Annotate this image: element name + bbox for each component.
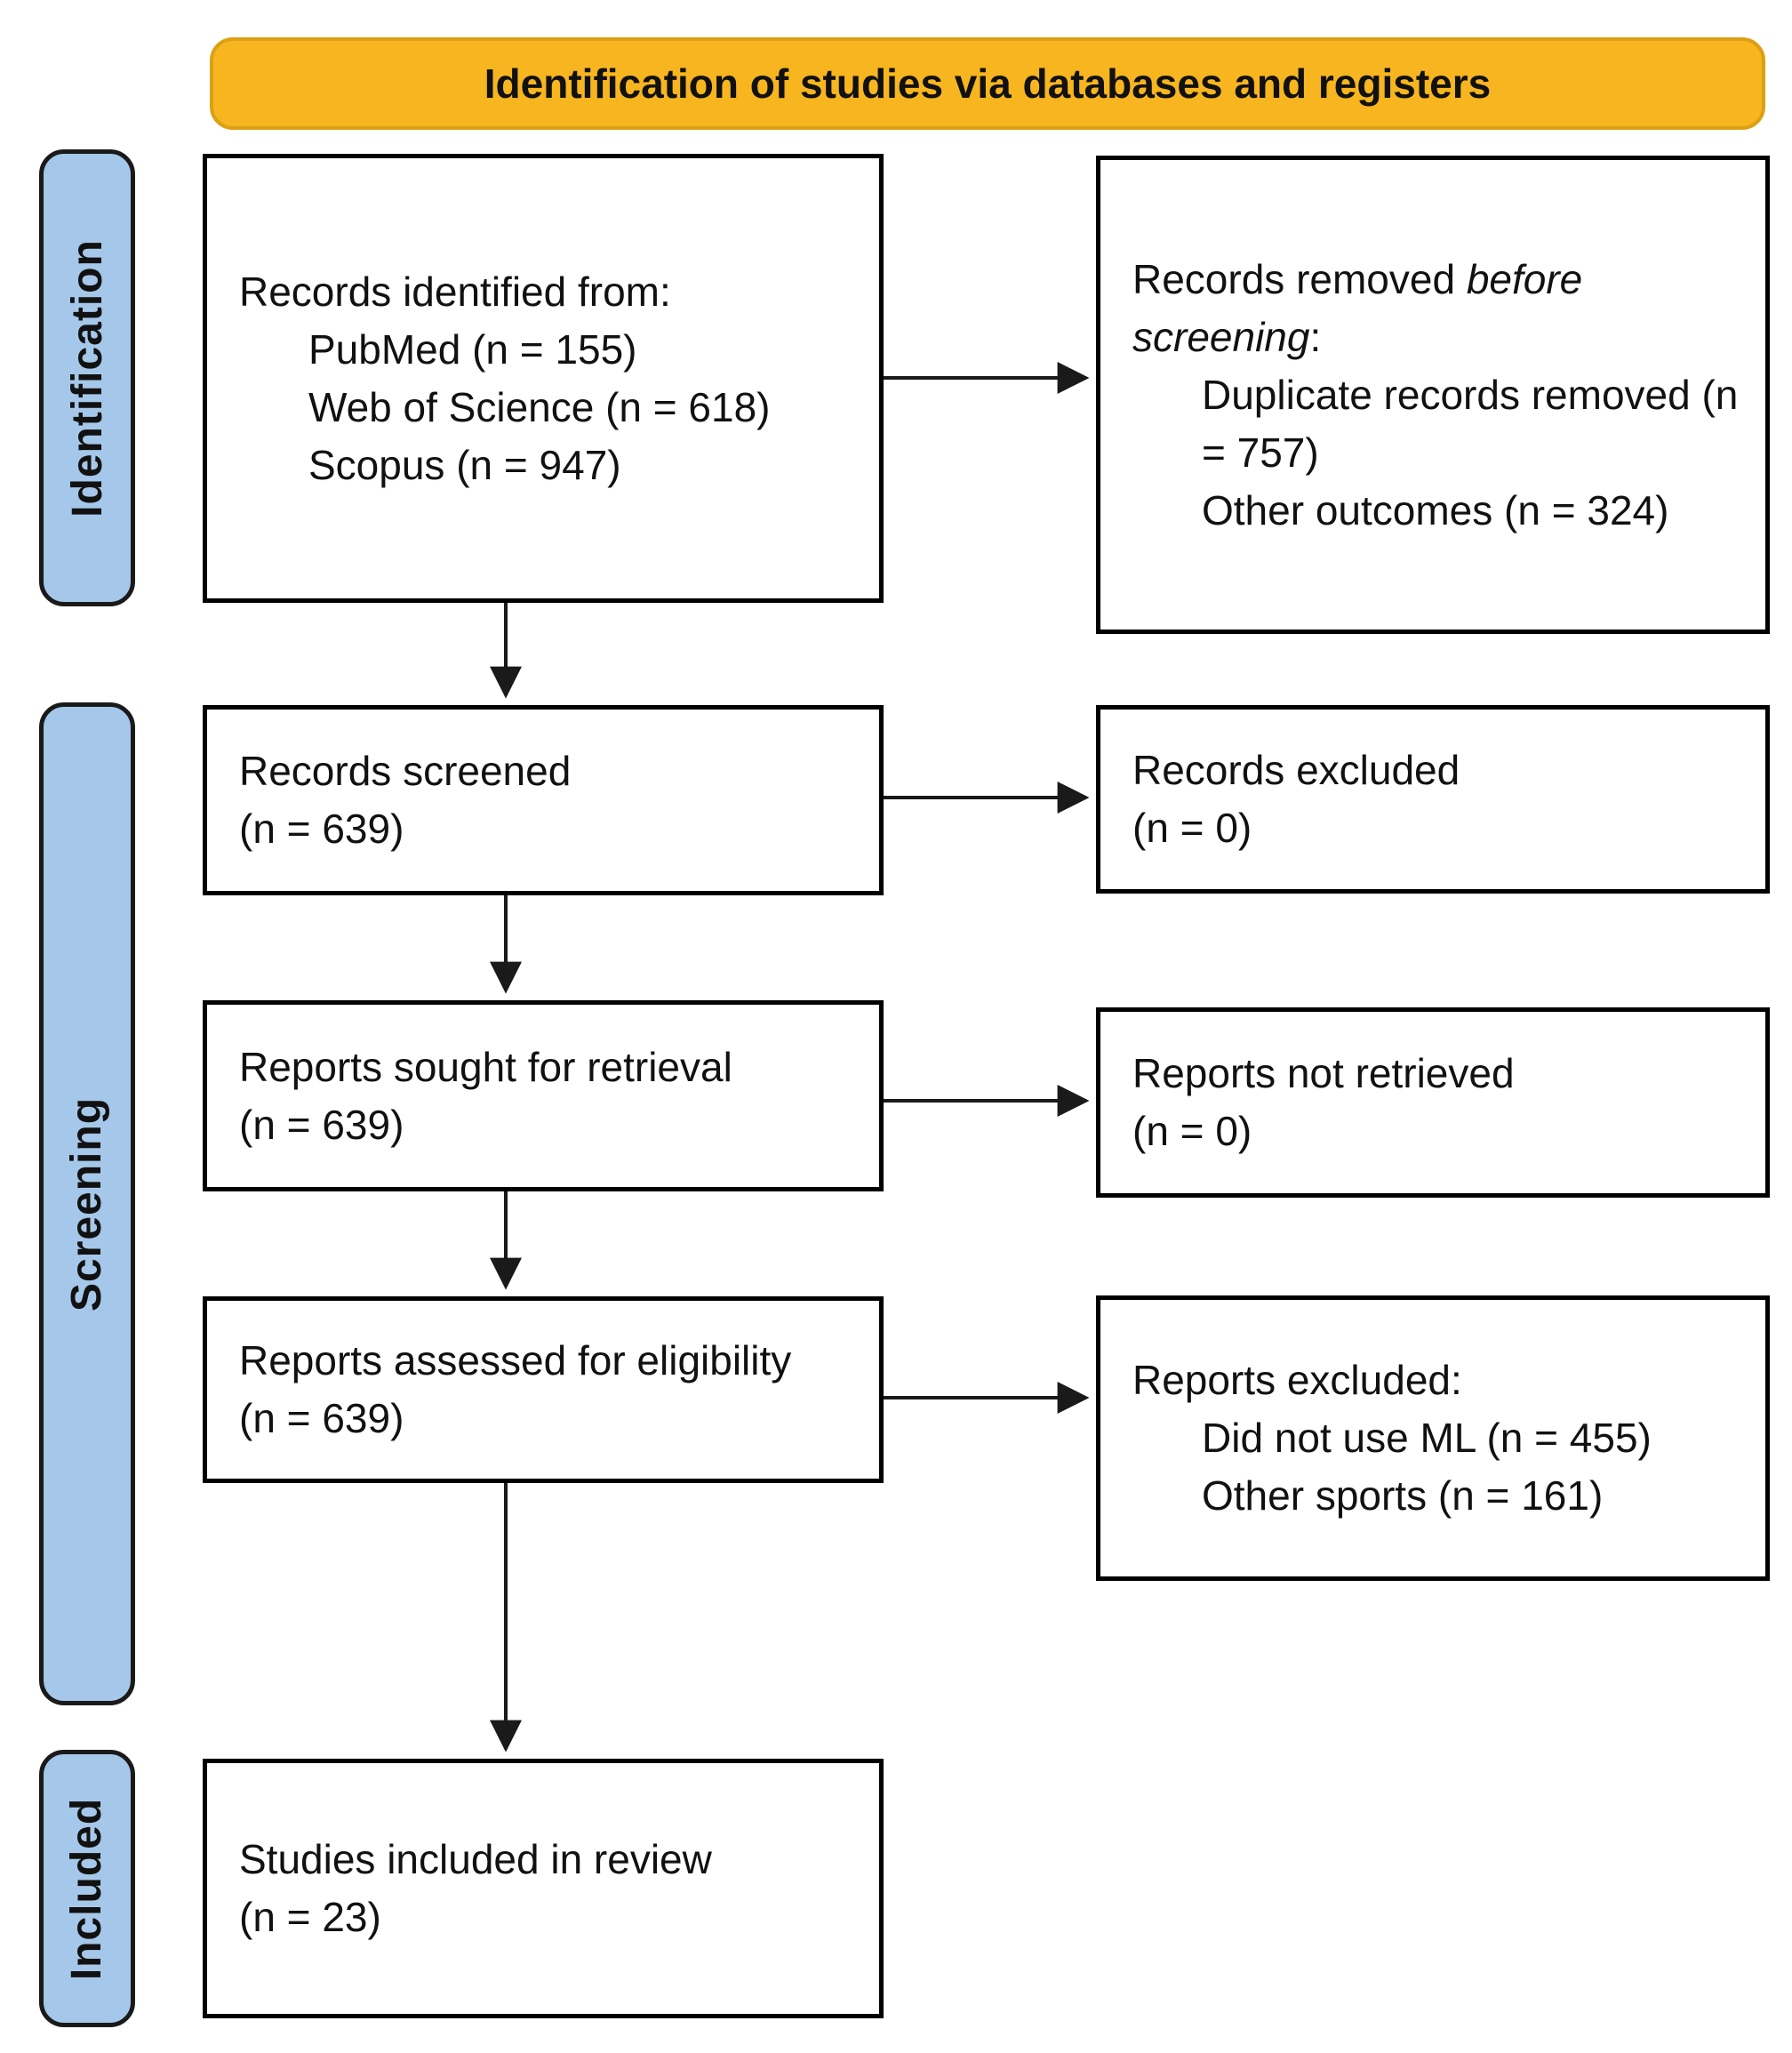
box-title: Records screened bbox=[239, 748, 572, 794]
box-title-prefix: Records removed bbox=[1132, 255, 1467, 302]
box-count: (n = 639) bbox=[239, 1101, 404, 1148]
stage-label-included: Included bbox=[39, 1750, 135, 2027]
box-title-suffix: : bbox=[1309, 313, 1322, 360]
box-title: Reports not retrieved bbox=[1132, 1050, 1515, 1096]
box-item: Duplicate records removed (n = 757) bbox=[1202, 371, 1739, 476]
stage-label-included-text: Included bbox=[63, 1797, 111, 1980]
box-item: Did not use ML (n = 455) bbox=[1202, 1415, 1652, 1461]
box-studies-included: Studies included in review (n = 23) bbox=[203, 1759, 884, 2018]
box-count: (n = 0) bbox=[1132, 805, 1252, 851]
box-title: Records identified from: bbox=[239, 268, 671, 315]
box-title-italic: before screening bbox=[1132, 255, 1583, 360]
box-reports-not-retrieved: Reports not retrieved (n = 0) bbox=[1096, 1007, 1770, 1198]
box-item: Other sports (n = 161) bbox=[1202, 1472, 1604, 1519]
box-title: Records excluded bbox=[1132, 747, 1460, 793]
box-title: Records removed before screening: bbox=[1132, 251, 1740, 366]
box-reports-excluded: Reports excluded: Did not use ML (n = 45… bbox=[1096, 1295, 1770, 1581]
box-count: (n = 639) bbox=[239, 1395, 404, 1441]
box-records-identified: Records identified from: PubMed (n = 155… bbox=[203, 154, 884, 603]
stage-label-screening-text: Screening bbox=[63, 1096, 111, 1311]
banner-title: Identification of studies via databases … bbox=[484, 60, 1492, 107]
box-item: Other outcomes (n = 324) bbox=[1202, 486, 1669, 533]
box-title: Reports sought for retrieval bbox=[239, 1043, 732, 1090]
box-title: Reports excluded: bbox=[1132, 1357, 1462, 1403]
stage-label-identification: Identification bbox=[39, 149, 135, 606]
box-title: Reports assessed for eligibility bbox=[239, 1337, 792, 1383]
box-count: (n = 23) bbox=[239, 1894, 381, 1940]
box-title: Studies included in review bbox=[239, 1836, 712, 1882]
box-item: Scopus (n = 947) bbox=[308, 441, 621, 488]
box-item: Web of Science (n = 618) bbox=[308, 383, 771, 430]
box-reports-sought: Reports sought for retrieval (n = 639) bbox=[203, 1000, 884, 1191]
box-count: (n = 0) bbox=[1132, 1108, 1252, 1154]
box-reports-assessed: Reports assessed for eligibility (n = 63… bbox=[203, 1296, 884, 1483]
stage-label-screening: Screening bbox=[39, 702, 135, 1705]
banner: Identification of studies via databases … bbox=[210, 37, 1765, 130]
box-records-screened: Records screened (n = 639) bbox=[203, 705, 884, 895]
box-records-excluded: Records excluded (n = 0) bbox=[1096, 705, 1770, 894]
box-count: (n = 639) bbox=[239, 806, 404, 852]
box-item: PubMed (n = 155) bbox=[308, 325, 637, 373]
box-records-removed: Records removed before screening: Duplic… bbox=[1096, 156, 1770, 634]
stage-label-identification-text: Identification bbox=[63, 238, 111, 517]
